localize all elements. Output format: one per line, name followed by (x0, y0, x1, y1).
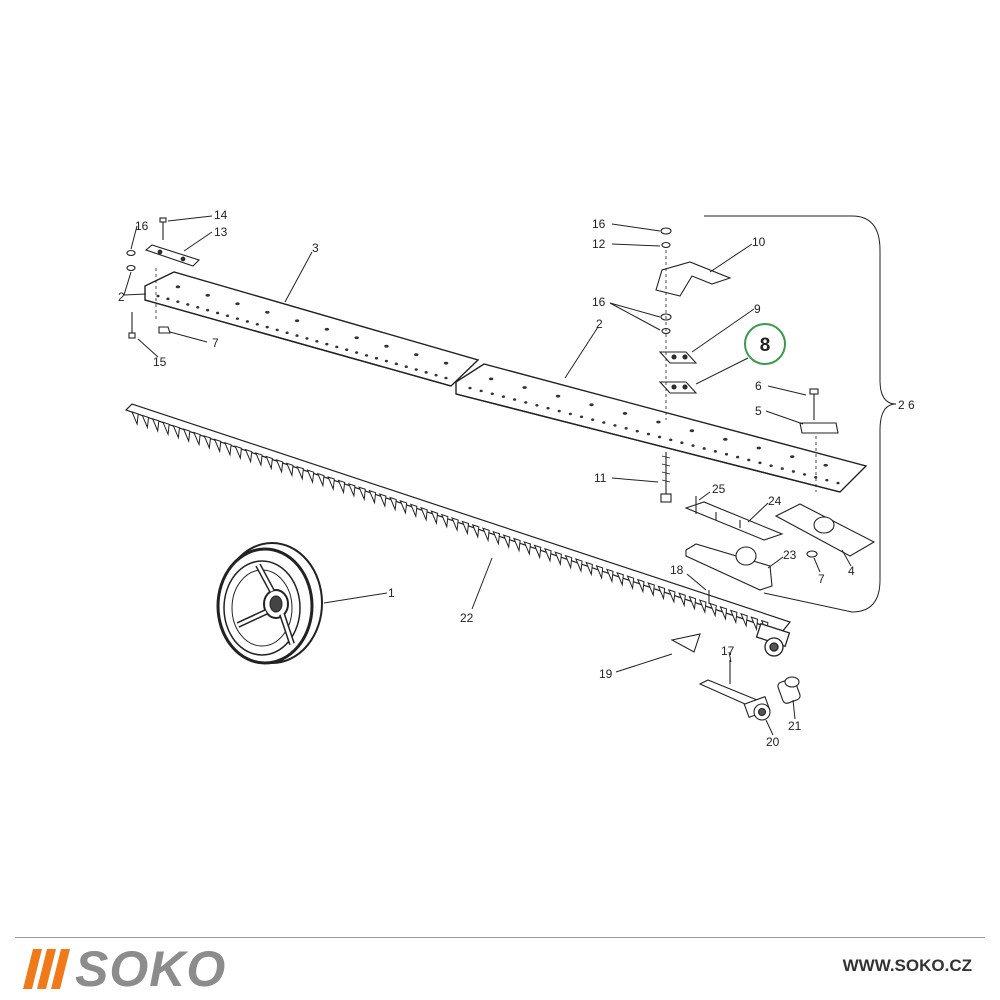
label-23: 23 (783, 548, 797, 562)
knife-teeth (131, 411, 769, 635)
leader-lines (123, 215, 897, 736)
label-17: 17 (721, 644, 735, 658)
label-14: 14 (214, 208, 228, 222)
label-7-left: 7 (212, 336, 219, 350)
label-1: 1 (388, 586, 395, 600)
label-18: 18 (670, 563, 684, 577)
small-parts-center (655, 227, 732, 503)
bar-part-3 (144, 271, 480, 387)
part-labels: 14 13 16 2 3 7 15 16 12 10 16 9 2 6 5 2 … (118, 208, 915, 749)
label-24: 24 (768, 494, 782, 508)
label-16-left: 16 (135, 219, 149, 233)
label-26: 2 6 (898, 398, 915, 412)
brand-logo[interactable]: SOKO (23, 941, 227, 997)
label-13: 13 (214, 225, 228, 239)
brand-name: SOKO (75, 941, 227, 997)
label-21: 21 (788, 719, 802, 733)
label-15: 15 (153, 355, 167, 369)
label-7-right: 7 (818, 572, 825, 586)
highlight-label-8: 8 (760, 335, 771, 356)
label-19: 19 (599, 667, 613, 681)
highlight-callout-8[interactable]: 8 (744, 323, 786, 365)
label-3: 3 (312, 241, 319, 255)
label-6: 6 (755, 379, 762, 393)
label-20: 20 (766, 735, 780, 749)
small-parts-left (126, 217, 201, 339)
label-22: 22 (460, 611, 474, 625)
pulley-wheel-part-1 (216, 542, 323, 665)
footer-divider (15, 937, 985, 938)
knife-head (755, 622, 791, 657)
label-12: 12 (592, 237, 606, 251)
label-5: 5 (755, 404, 762, 418)
label-10: 10 (752, 235, 766, 249)
brand-stripes-icon (23, 949, 70, 989)
label-2-left: 2 (118, 290, 125, 304)
small-parts-right (670, 388, 876, 721)
label-4: 4 (848, 564, 855, 578)
label-16-top: 16 (592, 217, 606, 231)
bar-2-holes (468, 377, 840, 485)
label-16-mid: 16 (592, 295, 606, 309)
label-2-right: 2 (596, 317, 603, 331)
bar-3-holes (156, 285, 449, 380)
label-11: 11 (594, 471, 607, 485)
label-25: 25 (712, 482, 726, 496)
knife-bar-part-22 (124, 403, 792, 633)
website-link[interactable]: WWW.SOKO.CZ (842, 956, 972, 975)
label-9: 9 (754, 302, 761, 316)
